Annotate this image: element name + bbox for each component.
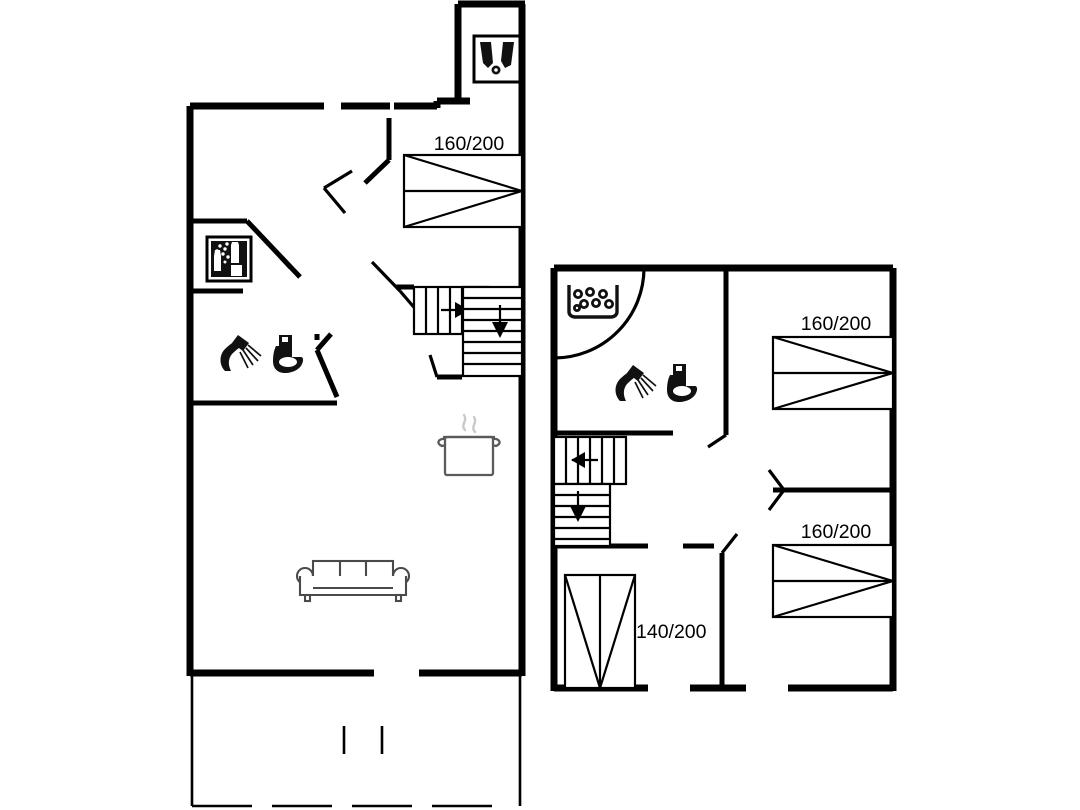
cleaning-equipment-icon	[472, 34, 522, 84]
wall-hall-partition-diagonal	[363, 158, 391, 185]
door-swing-stair-bottom	[428, 354, 439, 378]
bed-symbol-140-200	[563, 573, 637, 690]
door-swing-bedroom-upper	[767, 469, 786, 491]
door-swing-stairs-upper	[370, 260, 402, 293]
shower-icon	[615, 365, 657, 401]
left-plan-terrace	[190, 676, 522, 808]
bed-symbol-160-200-right-top	[771, 335, 895, 411]
toilet-icon	[273, 335, 304, 373]
bed-symbol-160-200-right-bottom	[771, 543, 895, 619]
door-swing-hall-lower	[322, 186, 347, 215]
cooking-pot-icon	[437, 413, 501, 477]
washing-machine-icon	[205, 235, 253, 283]
door-swing-bath	[707, 433, 727, 449]
wall-bath-diagonal-lower	[314, 349, 340, 398]
staircase-left	[412, 285, 524, 378]
bed-label-140-200: 140/200	[636, 621, 707, 643]
door-swing-lower-room	[720, 533, 739, 554]
right-plan-doors	[553, 267, 786, 554]
bed-label-160-200-right-top: 160/200	[801, 313, 872, 335]
sofa-icon	[295, 559, 411, 603]
shower-icon	[220, 335, 262, 371]
whirlpool-bubbles-icon	[567, 285, 619, 319]
toilet-icon	[667, 364, 698, 402]
left-plan: 160/200	[186, 0, 526, 808]
bed-label-160-200-right-bottom: 160/200	[801, 521, 872, 543]
door-swing-hall-upper	[323, 169, 353, 190]
right-plan: 160/200 160/200 140/200	[550, 264, 897, 692]
staircase-right	[552, 435, 628, 548]
wall-utility-diagonal	[245, 219, 302, 279]
bed-symbol-160-200-left	[402, 153, 524, 229]
bed-label-160-200-left: 160/200	[434, 133, 505, 155]
door-arc-bath-entry	[553, 267, 646, 360]
door-swing-utility	[278, 255, 292, 270]
wall-bath-diagonal-upper	[315, 332, 333, 352]
door-swing-bedroom-lower	[767, 489, 786, 511]
